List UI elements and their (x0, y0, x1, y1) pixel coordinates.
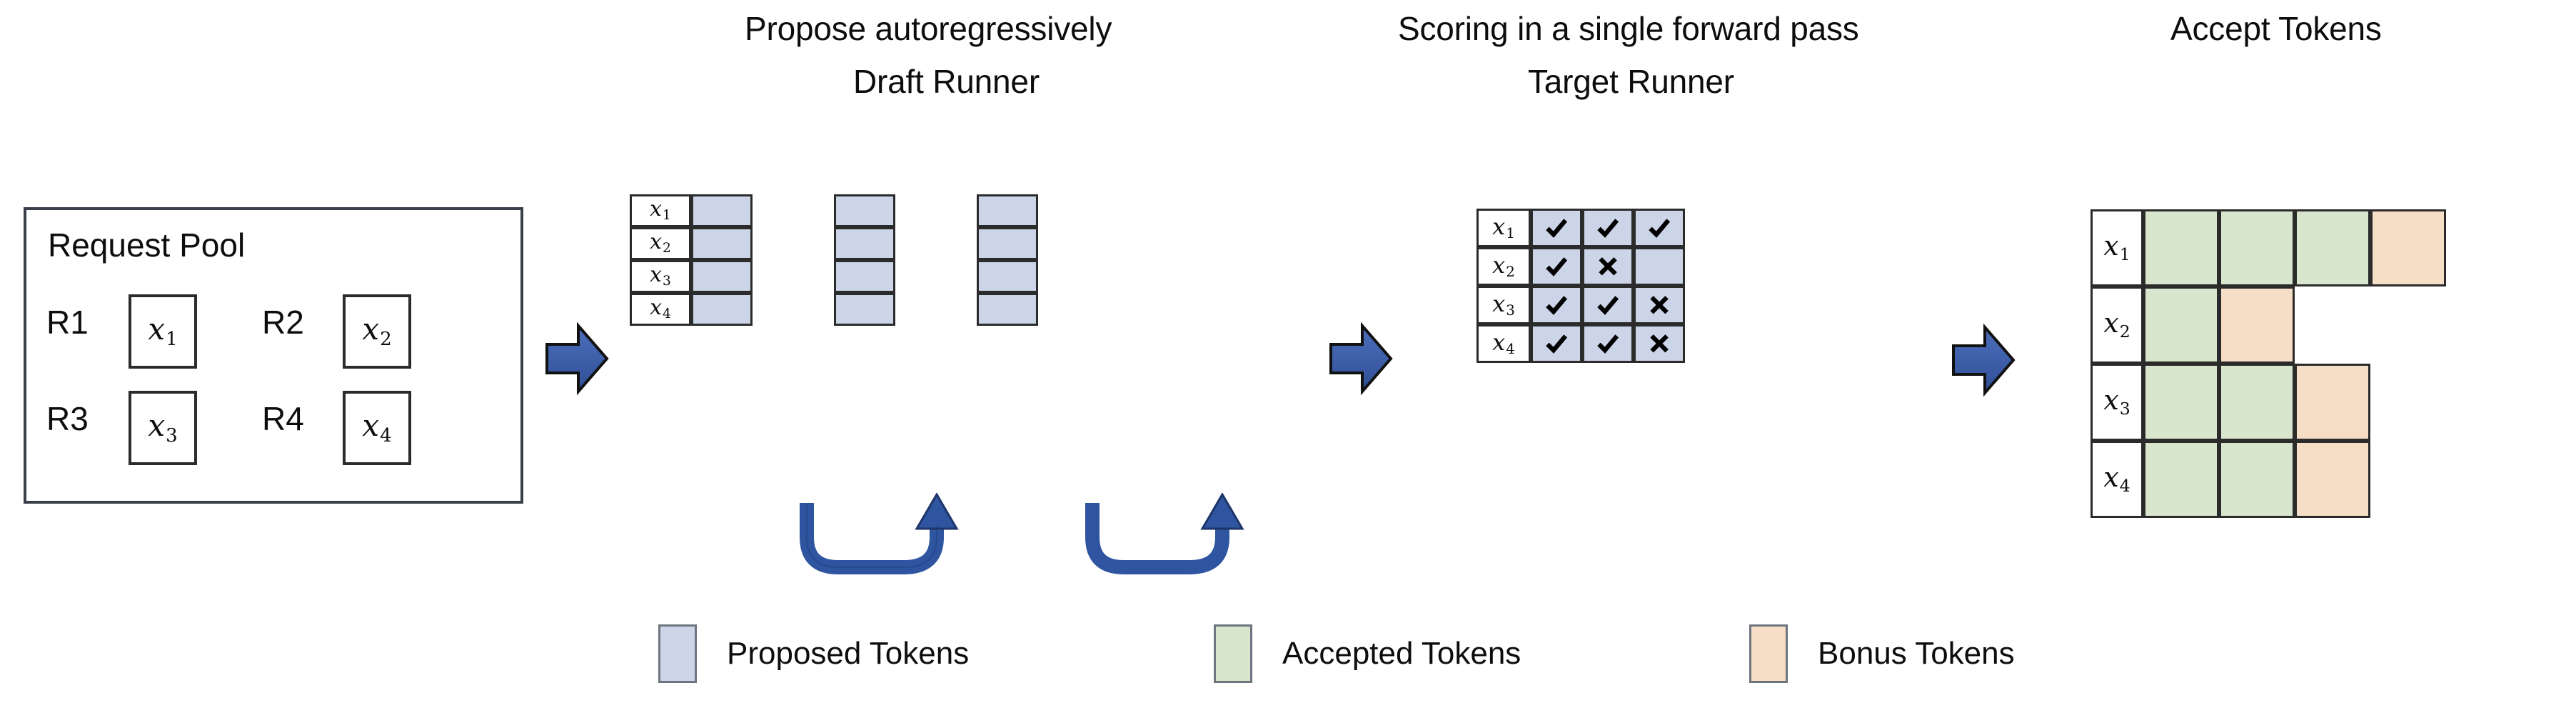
target-cell-r1-c1 (1531, 209, 1582, 247)
draft-cell-s1-r1 (691, 194, 753, 227)
flow-arrow-draft-to-target (1328, 321, 1394, 396)
draft-row-label-x2: x2 (630, 227, 691, 260)
legend-item-accepted: Accepted Tokens (1214, 624, 1521, 683)
accept-cell-r2-c2-bonus (2219, 286, 2295, 364)
check-icon (1597, 296, 1619, 316)
accept-cell-r1-c3 (2295, 209, 2370, 286)
check-icon (1546, 334, 1568, 354)
draft-row-label-x3: x3 (630, 260, 691, 293)
request-item-r4: R4 (262, 399, 304, 438)
legend-label-bonus: Bonus Tokens (1818, 636, 2015, 671)
accept-row-label-x1: x1 (2091, 209, 2143, 286)
target-row-label-x2: x2 (1476, 247, 1531, 286)
token-x2: x2 (362, 311, 392, 350)
legend-label-proposed: Proposed Tokens (727, 636, 970, 671)
draft-row-label-x1: x1 (630, 194, 691, 227)
target-cell-r1-c2 (1582, 209, 1634, 247)
legend-item-proposed: Proposed Tokens (658, 624, 969, 683)
draft-cell-s1-r2 (691, 227, 753, 260)
target-cell-r4-c1 (1531, 324, 1582, 363)
target-cell-r2-c3 (1634, 247, 1685, 286)
check-icon (1649, 219, 1671, 239)
request-token-box-r3: x3 (129, 391, 197, 465)
request-label-r1: R1 (46, 304, 89, 341)
target-cell-r4-c3 (1634, 324, 1685, 363)
heading-draft-runner: Draft Runner (853, 63, 1040, 100)
draft-cell-s2-r3 (834, 260, 895, 293)
legend-swatch-proposed (658, 624, 697, 683)
request-token-box-r2: x2 (343, 294, 411, 369)
target-row-label-x1: x1 (1476, 209, 1531, 247)
draft-cell-s3-r2 (977, 227, 1038, 260)
heading-accept-tokens: Accept Tokens (2170, 10, 2382, 47)
check-icon (1546, 257, 1568, 277)
request-item-r2: R2 (262, 303, 304, 341)
accept-cell-r2-c1 (2143, 286, 2219, 364)
request-pool-panel: Request Pool R1 x1 R2 x2 R3 x3 R4 x4 (24, 207, 523, 504)
loop-arrow-step2-to-step3 (1077, 492, 1255, 589)
accept-cell-r4-c1 (2143, 441, 2219, 518)
request-token-box-r4: x4 (343, 391, 411, 465)
target-cell-r2-c2 (1582, 247, 1634, 286)
request-pool-title: Request Pool (48, 226, 246, 264)
accept-cell-r1-c1 (2143, 209, 2219, 286)
draft-cell-s2-r4 (834, 293, 895, 326)
target-cell-r3-c3 (1634, 286, 1685, 324)
token-x3: x3 (148, 408, 178, 447)
draft-cell-s2-r2 (834, 227, 895, 260)
target-row-label-x4: x4 (1476, 324, 1531, 363)
flow-arrow-pool-to-draft (544, 321, 610, 396)
request-label-r4: R4 (262, 400, 304, 437)
accept-cell-r1-c2 (2219, 209, 2295, 286)
target-row-label-x3: x3 (1476, 286, 1531, 324)
accept-cell-r4-c2 (2219, 441, 2295, 518)
request-item-r3: R3 (46, 399, 89, 438)
legend: Proposed Tokens Accepted Tokens Bonus To… (0, 616, 2576, 694)
heading-scoring-single-forward-pass: Scoring in a single forward pass (1398, 10, 1859, 47)
target-cell-r3-c1 (1531, 286, 1582, 324)
target-cell-r3-c2 (1582, 286, 1634, 324)
request-item-r1: R1 (46, 303, 89, 341)
heading-propose-autoregressively: Propose autoregressively (745, 10, 1112, 47)
legend-swatch-bonus (1749, 624, 1788, 683)
check-icon (1546, 296, 1568, 316)
draft-cell-s3-r3 (977, 260, 1038, 293)
accept-row-label-x3: x3 (2091, 364, 2143, 441)
token-x4: x4 (362, 408, 392, 447)
draft-row-label-x4: x4 (630, 293, 691, 326)
token-x1: x1 (148, 311, 178, 350)
request-token-box-r1: x1 (129, 294, 197, 369)
accept-cell-r4-c3-bonus (2295, 441, 2370, 518)
draft-cell-s3-r4 (977, 293, 1038, 326)
request-label-r2: R2 (262, 304, 304, 341)
flow-arrow-target-to-accept (1951, 323, 2016, 397)
check-icon (1546, 219, 1568, 239)
accept-row-label-x2: x2 (2091, 286, 2143, 364)
check-icon (1597, 334, 1619, 354)
accept-row-label-x4: x4 (2091, 441, 2143, 518)
accept-cell-r3-c2 (2219, 364, 2295, 441)
legend-label-accepted: Accepted Tokens (1282, 636, 1521, 671)
accept-cell-r3-c1 (2143, 364, 2219, 441)
target-cell-r4-c2 (1582, 324, 1634, 363)
cross-icon (1599, 257, 1617, 276)
heading-target-runner: Target Runner (1528, 63, 1734, 100)
check-icon (1597, 219, 1619, 239)
draft-cell-s2-r1 (834, 194, 895, 227)
draft-cell-s1-r4 (691, 293, 753, 326)
target-cell-r2-c1 (1531, 247, 1582, 286)
legend-swatch-accepted (1214, 624, 1252, 683)
accept-cell-r1-c4-bonus (2370, 209, 2446, 286)
loop-arrow-step1-to-step2 (791, 492, 970, 589)
legend-item-bonus: Bonus Tokens (1749, 624, 2015, 683)
accept-cell-r3-c3-bonus (2295, 364, 2370, 441)
draft-cell-s3-r1 (977, 194, 1038, 227)
request-label-r3: R3 (46, 400, 89, 437)
cross-icon (1650, 296, 1669, 314)
cross-icon (1650, 334, 1669, 353)
target-cell-r1-c3 (1634, 209, 1685, 247)
draft-cell-s1-r3 (691, 260, 753, 293)
